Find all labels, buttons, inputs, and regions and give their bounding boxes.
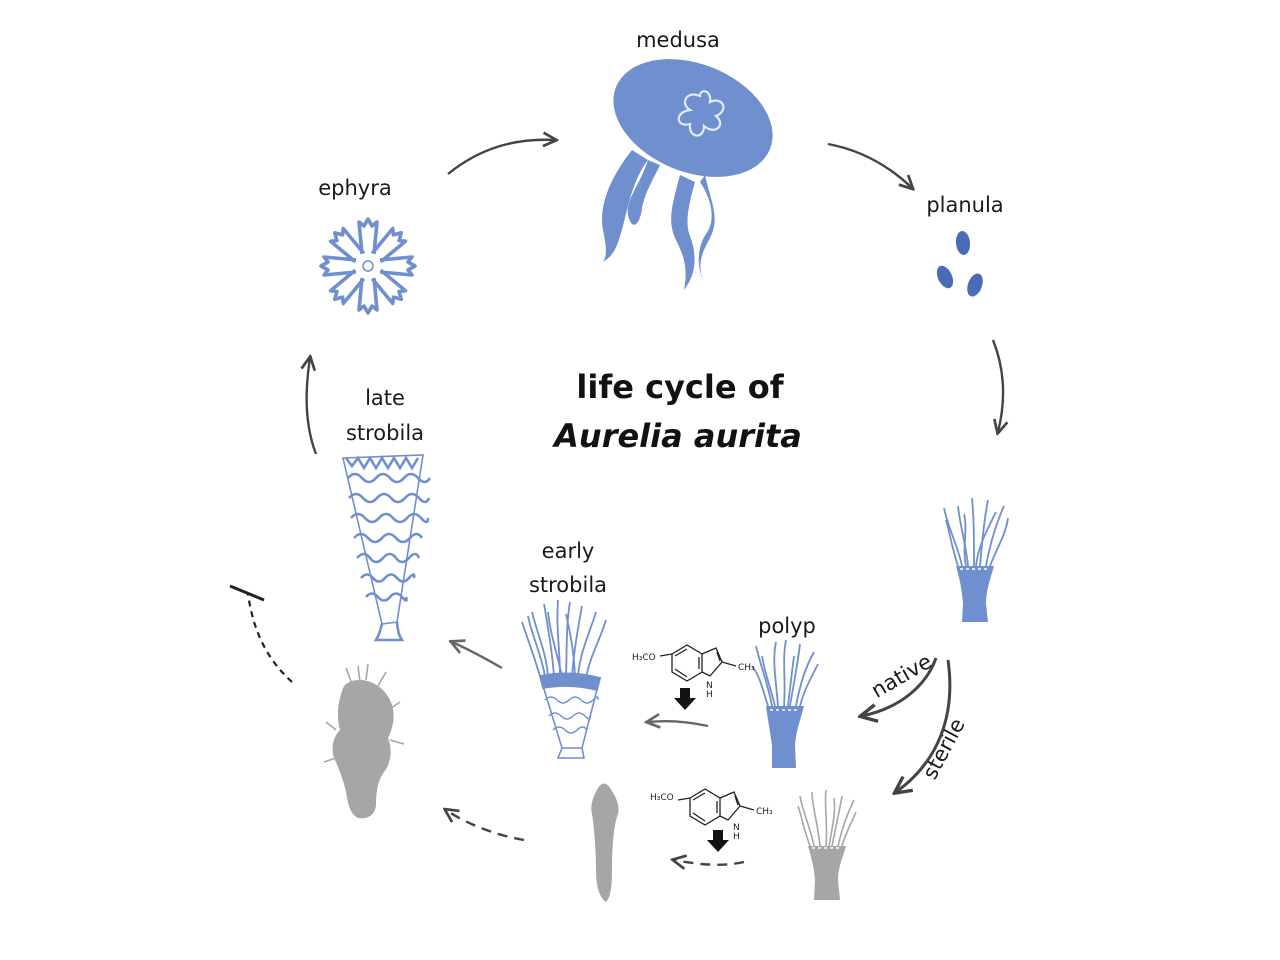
- molecule-lower-methyl: CH₃: [756, 807, 773, 817]
- late-strobila-illustration: [341, 454, 432, 642]
- ephyra-label: ephyra: [318, 176, 392, 200]
- arrow-stalk-to-grey-strobila-dashed: [446, 810, 525, 842]
- polyp-illustration: [751, 639, 819, 768]
- arrow-native: [862, 657, 938, 716]
- molecule-upper-methoxy: H₃CO: [632, 653, 656, 663]
- planula-label: planula: [926, 193, 1003, 217]
- molecule-upper: H₃CO CH₃ N H: [632, 644, 755, 700]
- molecule-upper-down-arrow: [674, 688, 696, 710]
- early-strobila-label-1: early: [542, 539, 595, 563]
- inhibition-line-dashed: [246, 593, 293, 683]
- sterile-polyp-illustration: [797, 789, 857, 900]
- inhibition-bar: [229, 584, 265, 602]
- late-strobila-label-1: late: [365, 386, 405, 410]
- medusa-illustration: [601, 59, 773, 290]
- early-strobila-illustration: [521, 599, 607, 759]
- title-line-2: Aurelia aurita: [551, 417, 802, 455]
- arrow-planula-to-polyp: [991, 339, 1003, 432]
- molecule-lower: H₃CO CH₃ N H: [650, 788, 773, 842]
- arrow-polyp-to-early-strobila: [648, 721, 709, 726]
- molecule-lower-n: N: [733, 823, 740, 833]
- molecule-lower-h: H: [733, 832, 740, 842]
- early-strobila-label-2: strobila: [529, 573, 607, 597]
- arrow-late-strobila-to-ephyra: [307, 358, 318, 455]
- molecule-upper-h: H: [706, 690, 713, 700]
- molecule-lower-down-arrow: [707, 830, 729, 852]
- polyp-right-illustration: [943, 497, 1009, 622]
- late-strobila-label-2: strobila: [346, 421, 424, 445]
- arrow-medusa-to-planula: [827, 142, 912, 188]
- planula-illustration: [936, 231, 983, 297]
- molecule-upper-methyl: CH₃: [738, 663, 755, 673]
- molecule-upper-n: N: [706, 681, 713, 691]
- title-line-1: life cycle of: [576, 368, 784, 406]
- grey-stalk-illustration: [591, 783, 619, 902]
- arrow-ephyra-to-medusa: [447, 140, 555, 175]
- polyp-label: polyp: [758, 614, 816, 638]
- grey-strobila-illustration: [323, 663, 405, 819]
- medusa-label: medusa: [636, 28, 720, 52]
- arrow-sterile-polyp-to-stalk-dashed: [674, 860, 745, 865]
- molecule-lower-methoxy: H₃CO: [650, 793, 674, 803]
- ephyra-illustration: [319, 217, 417, 315]
- arrow-sterile: [896, 659, 952, 792]
- arrow-early-to-late-strobila: [452, 642, 503, 670]
